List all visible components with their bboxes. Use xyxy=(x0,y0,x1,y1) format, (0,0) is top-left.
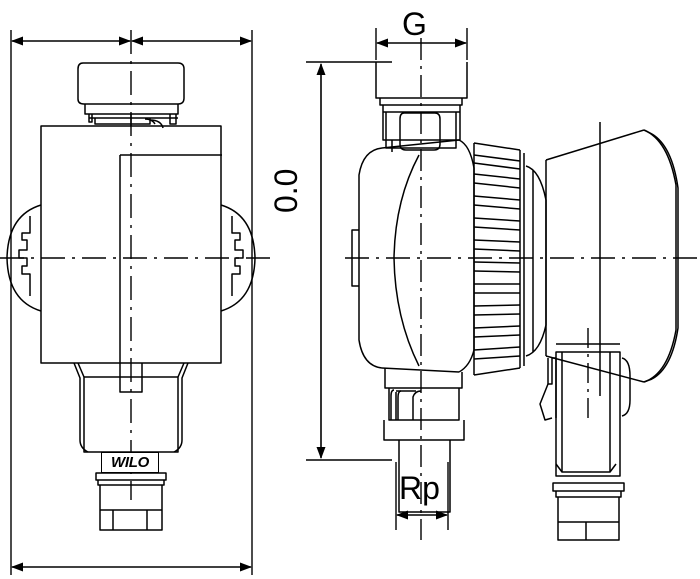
dimension-label-overall-height: 0.0 xyxy=(268,168,304,213)
front-view-inner-panel xyxy=(119,154,222,363)
side-view-top-port xyxy=(375,62,468,152)
dimension-label-rp: Rp xyxy=(399,470,440,506)
front-view-right-port xyxy=(220,204,256,312)
dimension-label-g: G xyxy=(402,6,427,42)
front-view-motor-body xyxy=(40,125,222,364)
wilo-brand-plate: WILO xyxy=(101,452,159,473)
front-view-extension-lines xyxy=(10,30,253,575)
front-view-left-port xyxy=(6,204,42,312)
front-view-cable-gland xyxy=(95,472,167,531)
wilo-brand-text: WILO xyxy=(111,454,149,471)
side-view-height-witness-lines xyxy=(306,61,392,461)
side-view-motor-fins xyxy=(473,142,525,376)
side-view-pump-housing xyxy=(351,139,475,373)
side-view-terminal-box xyxy=(539,343,631,541)
